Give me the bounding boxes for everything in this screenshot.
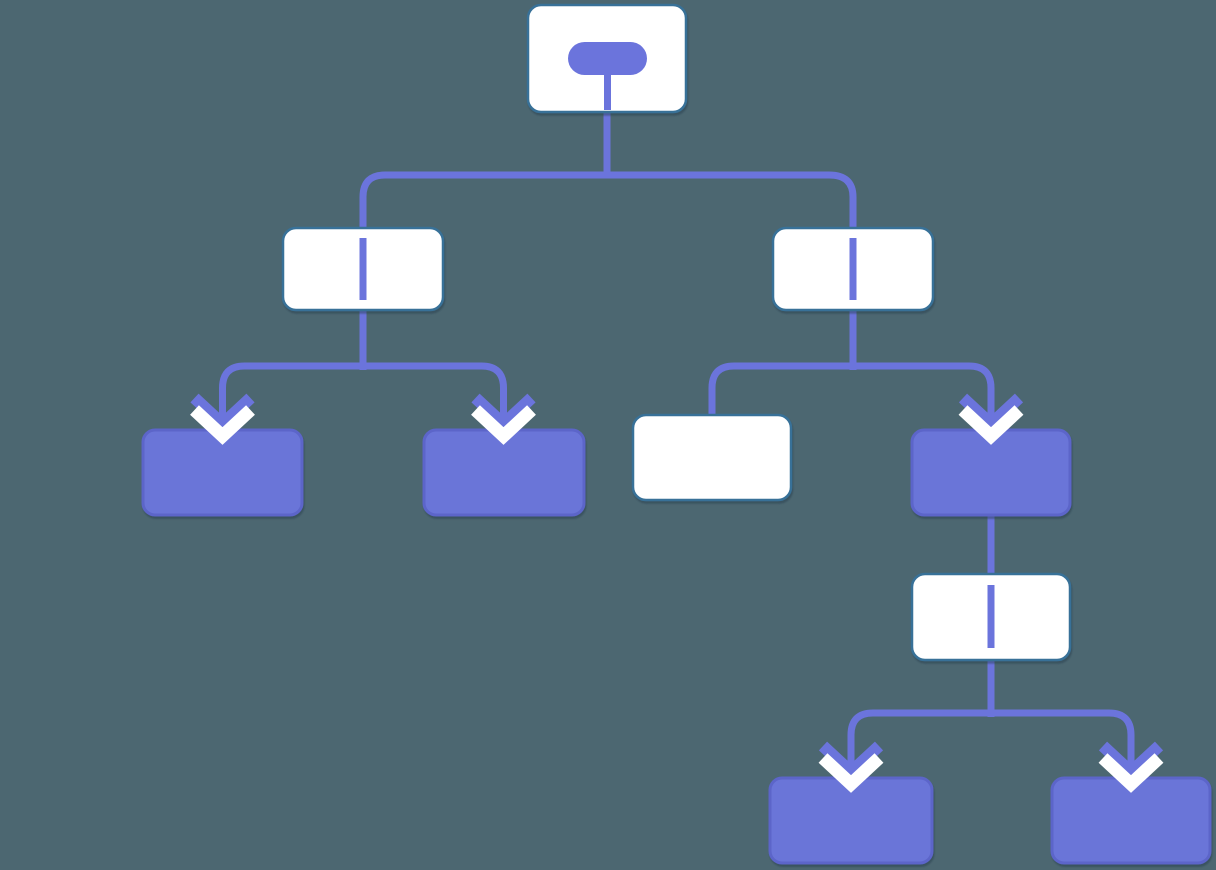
collapse-arrowhead	[958, 390, 1024, 445]
node-root[interactable]	[526, 3, 688, 114]
chevron-down-highlight-icon	[818, 753, 884, 793]
edge-root-to-branches	[359, 171, 857, 228]
node-branch-right[interactable]	[771, 226, 935, 312]
edge-subbranch-to-leaves	[847, 709, 1135, 773]
edge-branch-right-to-children	[708, 362, 995, 425]
collapse-arrowhead	[471, 390, 536, 445]
chevron-down-highlight-icon	[190, 405, 255, 445]
node-child-empty[interactable]	[631, 413, 793, 502]
node-box[interactable]	[631, 413, 793, 502]
chevron-down-highlight-icon	[958, 405, 1024, 445]
chevron-down-highlight-icon	[1098, 753, 1164, 793]
node-sub-branch[interactable]	[910, 572, 1072, 662]
pill-with-stem-icon	[568, 42, 647, 75]
chevron-down-highlight-icon	[471, 405, 536, 445]
collapse-arrowhead	[818, 738, 884, 793]
arrowheads	[190, 390, 1164, 793]
collapse-arrowhead	[190, 390, 255, 445]
node-branch-left[interactable]	[281, 226, 445, 312]
edge-branch-left-to-leaves	[219, 362, 507, 425]
collapse-arrowhead	[1098, 738, 1164, 793]
connector-edges	[219, 110, 1135, 773]
nodes	[141, 3, 1212, 865]
